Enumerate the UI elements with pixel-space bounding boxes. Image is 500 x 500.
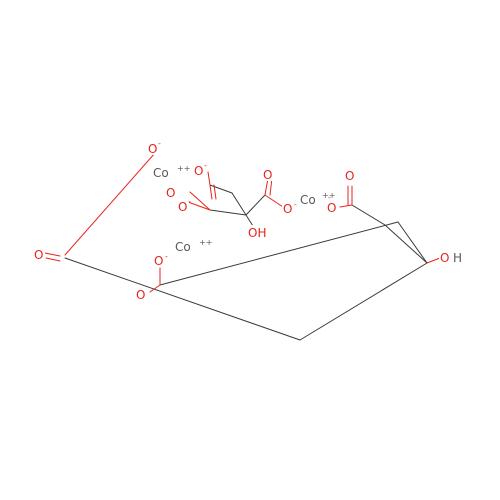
lower-citrate-bonds [44, 152, 441, 341]
bond [384, 224, 428, 264]
label-backdrop [193, 163, 205, 177]
label-backdrop [165, 185, 177, 199]
charge-minus: - [188, 197, 191, 206]
charge-minus: - [204, 161, 207, 170]
carboxylate-oxygen-lower: O [154, 254, 163, 268]
bond [207, 171, 211, 186]
bond [213, 184, 217, 200]
bond [64, 257, 301, 341]
label-backdrop [177, 199, 189, 213]
charge-minus: - [158, 139, 161, 148]
bond [245, 214, 254, 227]
cobalt-ion-1-symbol: Co [153, 166, 169, 180]
label-backdrop [344, 168, 356, 182]
carboxylate-oxygen-upper-e: O [283, 202, 292, 216]
bond [299, 262, 428, 341]
label-backdrop [147, 141, 159, 155]
label-backdrop [439, 250, 463, 264]
bond [231, 192, 247, 216]
cobalt-ion-1-charge: ++ [177, 164, 190, 173]
bond [426, 257, 441, 264]
cobalt-ion-3-charge: ++ [322, 191, 335, 200]
atom-labels: Co ++ Co ++ Co ++ O - O O - O O - O O - … [33, 139, 463, 302]
bond [44, 252, 61, 257]
label-backdrop [247, 225, 269, 239]
label-backdrop [33, 247, 45, 261]
label-backdrop [262, 167, 274, 181]
upper-citrate-bonds [187, 171, 284, 227]
bond [64, 152, 156, 256]
charge-minus: - [328, 193, 331, 202]
charge-minus: - [294, 200, 297, 209]
carboxylate-oxygen-top: O [148, 142, 157, 156]
bond [159, 221, 399, 286]
bond [339, 204, 353, 208]
carboxylate-oxygen-upper-a: O [194, 164, 203, 178]
hydroxyl-upper: OH [248, 226, 266, 240]
carbonyl-oxygen-lower: O [136, 288, 145, 302]
carbonyl-oxygen-upper-b: O [166, 186, 175, 200]
carboxylate-oxygen-upper-c: O [178, 200, 187, 214]
cobalt-ion-3-symbol: Co [300, 193, 316, 207]
bond [351, 204, 386, 226]
bond [209, 209, 247, 216]
label-backdrop [326, 200, 338, 214]
label-backdrop [135, 287, 147, 301]
carbonyl-oxygen-upper-d: O [263, 168, 272, 182]
carbonyl-oxygen-right: O [345, 169, 354, 183]
label-backdrop [282, 201, 294, 215]
bond [189, 191, 211, 211]
charge-minus: - [165, 252, 168, 261]
hydroxyl-right-hydrogen: H [453, 251, 462, 265]
bond [264, 194, 284, 208]
bond [209, 184, 213, 200]
carbonyl-oxygen-left: O [34, 248, 43, 262]
cobalt-ion-2-charge: ++ [199, 238, 212, 247]
bond [187, 201, 211, 211]
bond [245, 194, 266, 216]
label-backdrop [153, 253, 165, 267]
carboxylate-oxygen-right: O [327, 201, 336, 215]
cobalt-ion-2-symbol: Co [175, 240, 191, 254]
bond [149, 284, 161, 293]
bond [209, 184, 233, 194]
bond [45, 257, 61, 262]
hydroxyl-right-oxygen: O [440, 251, 449, 265]
bond [397, 221, 428, 264]
